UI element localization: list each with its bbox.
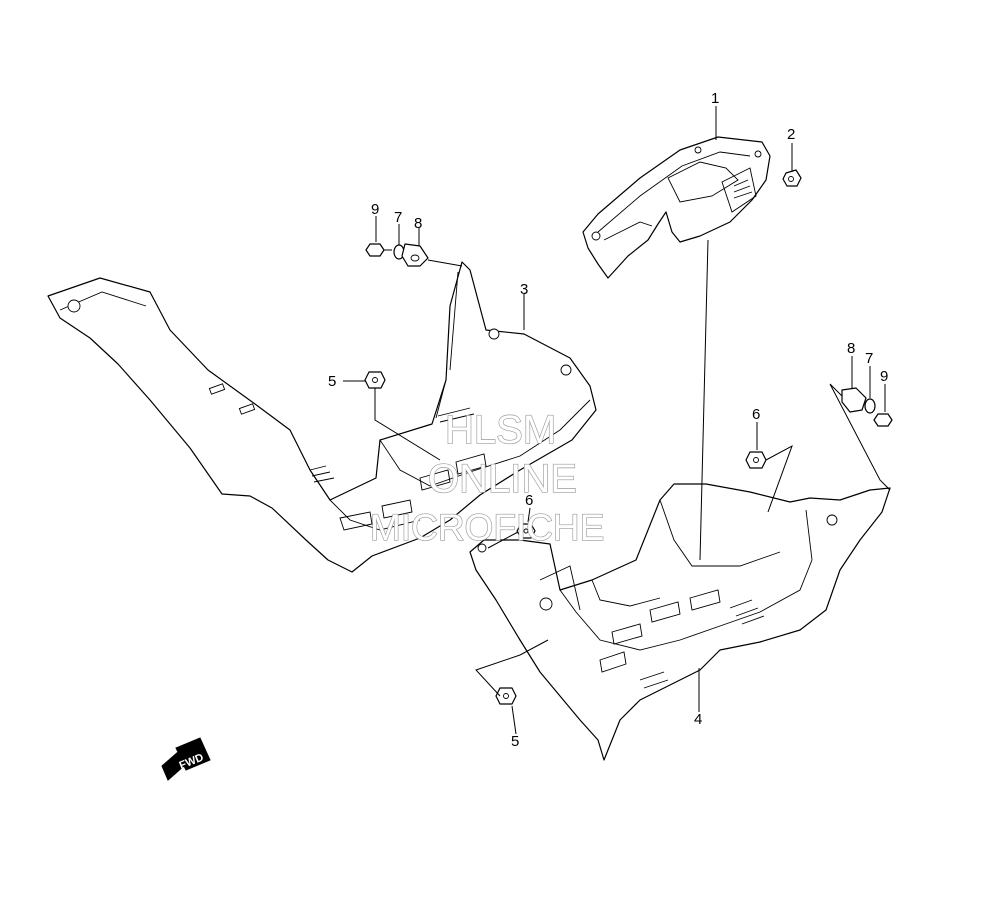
callout-5-upper: 5 — [328, 373, 336, 390]
callout-9-left: 9 — [371, 201, 379, 218]
callout-5-lower: 5 — [511, 733, 519, 750]
callout-7-right: 7 — [865, 350, 873, 367]
fwd-arrow-icon: FWD — [161, 737, 211, 781]
fastener-stack-left[interactable] — [365, 243, 429, 267]
callout-9-right: 9 — [880, 368, 888, 385]
part-6-nut-center[interactable] — [516, 523, 536, 539]
part-9-bolt-right — [873, 413, 893, 427]
part-5-screw-upper[interactable] — [364, 371, 386, 389]
callout-numbers: 1 2 9 7 8 3 5 6 6 4 5 8 7 9 — [328, 90, 888, 750]
callout-6-right: 6 — [752, 406, 760, 423]
callout-1: 1 — [711, 90, 719, 107]
callout-4: 4 — [694, 711, 702, 728]
part-3-left-footrest[interactable] — [47, 261, 597, 573]
part-9-bolt-left — [365, 243, 385, 257]
callout-6-center: 6 — [525, 492, 533, 509]
leader-lines — [343, 106, 891, 735]
callout-7-left: 7 — [394, 209, 402, 226]
callout-8-left: 8 — [414, 215, 422, 232]
part-2-screw[interactable] — [782, 169, 802, 187]
callout-8-right: 8 — [847, 340, 855, 357]
watermark-line-1: HLSM — [445, 408, 556, 452]
fastener-stack-right[interactable] — [841, 387, 893, 427]
part-7-washer-right — [864, 398, 876, 414]
part-4-right-footrest[interactable] — [469, 483, 891, 761]
callout-2: 2 — [787, 126, 795, 143]
watermark-line-2: ONLINE — [428, 457, 577, 501]
part-5-screw-lower[interactable] — [495, 687, 517, 705]
watermark-line-3: MICROFICHE — [370, 507, 604, 548]
part-8-grommet-right — [841, 387, 867, 413]
part-6-nut-right[interactable] — [745, 451, 767, 469]
callout-3: 3 — [520, 281, 528, 298]
part-1-front-panel[interactable] — [582, 136, 771, 279]
watermark: HLSM ONLINE MICROFICHE — [369, 407, 605, 548]
